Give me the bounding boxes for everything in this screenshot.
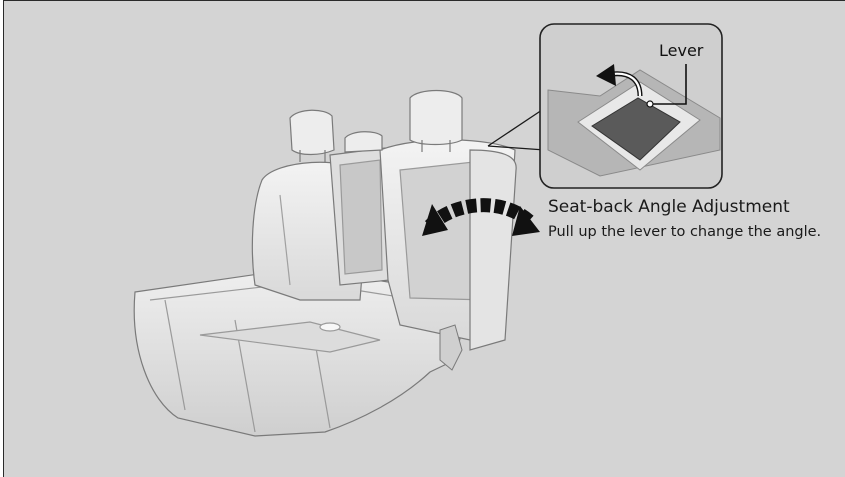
callout-description: Pull up the lever to change the angle. <box>548 222 838 242</box>
lever-label: Lever <box>659 41 703 60</box>
callout-title: Seat-back Angle Adjustment <box>548 197 790 217</box>
